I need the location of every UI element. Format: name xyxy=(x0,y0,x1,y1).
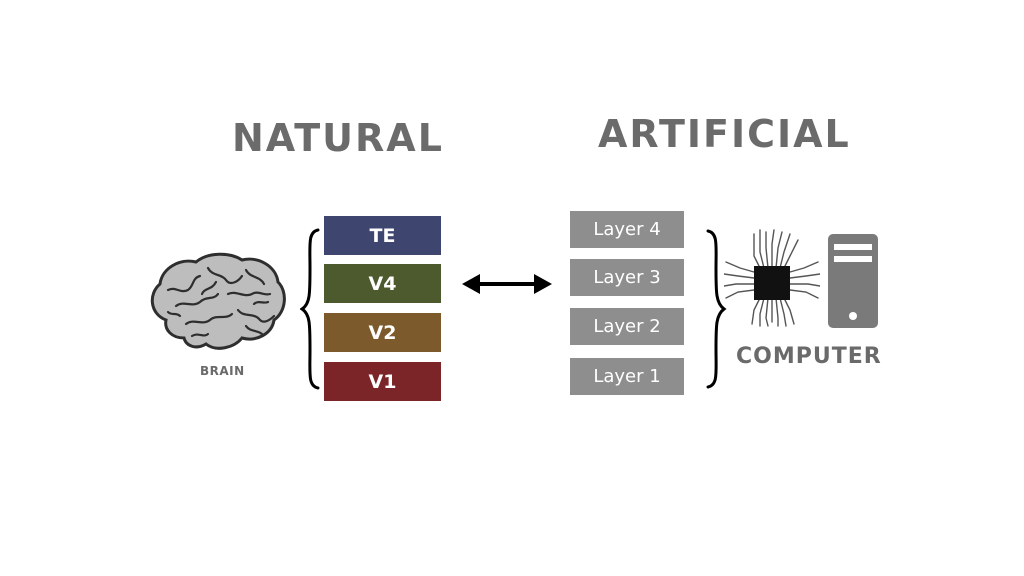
computer-tower-icon xyxy=(828,234,878,328)
layer-3-box: Layer 3 xyxy=(570,259,684,296)
brain-label: BRAIN xyxy=(200,364,245,378)
double-arrow-icon xyxy=(462,274,552,294)
layer-1-box: Layer 1 xyxy=(570,358,684,395)
brain-icon xyxy=(150,252,286,350)
natural-title: NATURAL xyxy=(232,116,444,160)
left-brace xyxy=(300,228,320,390)
layer-4-box: Layer 4 xyxy=(570,211,684,248)
computer-label: COMPUTER xyxy=(736,344,882,369)
chip-icon xyxy=(724,229,820,327)
right-brace xyxy=(706,229,727,389)
artificial-title: ARTIFICIAL xyxy=(598,112,851,156)
region-v2: V2 xyxy=(324,313,441,352)
region-v1: V1 xyxy=(324,362,441,401)
region-te: TE xyxy=(324,216,441,255)
region-v4: V4 xyxy=(324,264,441,303)
layer-2-box: Layer 2 xyxy=(570,308,684,345)
